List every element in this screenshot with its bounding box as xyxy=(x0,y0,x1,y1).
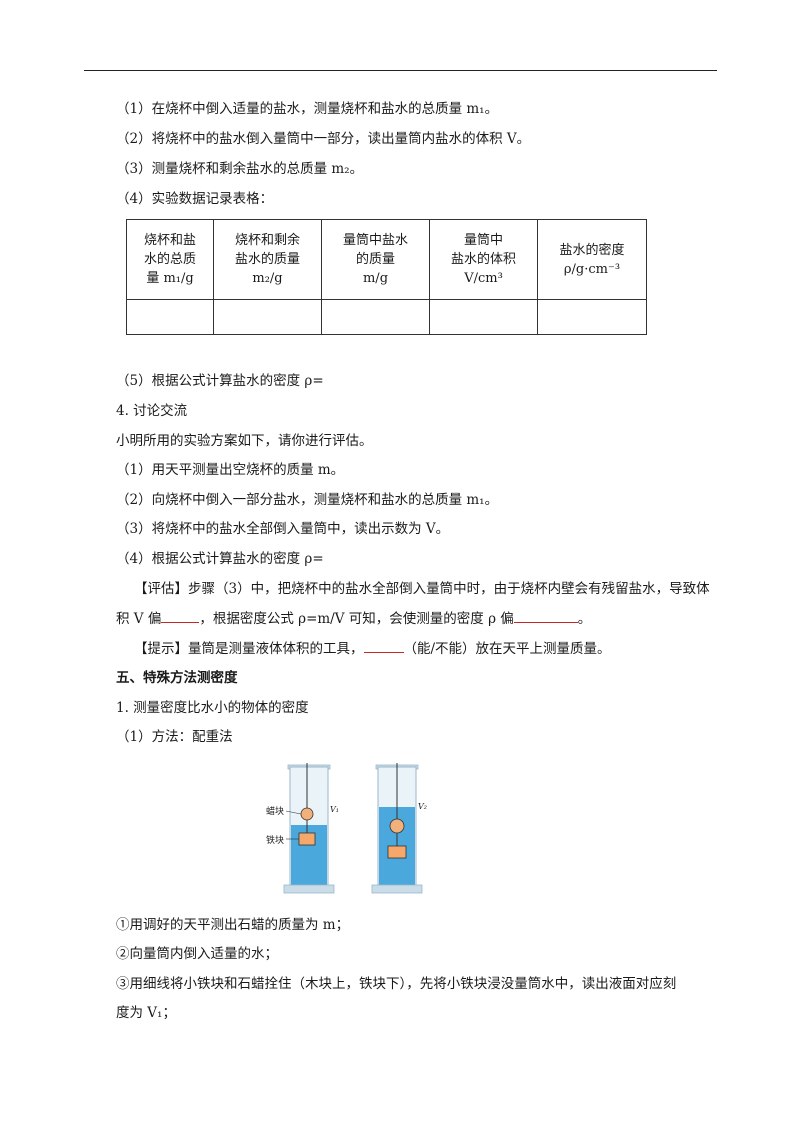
section4-title: 4. 讨论交流 xyxy=(116,403,188,419)
cylinder-1 xyxy=(283,763,335,894)
answer-blank[interactable] xyxy=(161,608,200,623)
step-c4: 度为 V₁； xyxy=(116,1005,176,1021)
section5-title: 五、特殊方法测密度 xyxy=(116,670,238,686)
step5: （5）根据公式计算盐水的密度 ρ= xyxy=(116,373,324,389)
header-rule xyxy=(84,70,717,71)
table-header-cell: 量筒中 盐水的体积 V/cm³ xyxy=(429,219,538,300)
table-header-cell: 量筒中盐水 的质量 m/g xyxy=(321,219,430,300)
step-a4: （4）实验数据记录表格： xyxy=(116,191,274,207)
step-c2: ②向量筒内倒入适量的水； xyxy=(116,946,278,962)
step-c3: ③用细线将小铁块和石蜡拴住（木块上，铁块下），先将小铁块浸没量筒水中，读出液面对… xyxy=(116,976,677,992)
iron-block-1 xyxy=(298,832,316,846)
table-cell[interactable] xyxy=(429,299,538,335)
eval-line1: 【评估】步骤（3）中，把烧杯中的盐水全部倒入量筒中时，由于烧杯内壁会有残留盐水，… xyxy=(134,581,710,597)
step-b1: （1）用天平测量出空烧杯的质量 m。 xyxy=(116,462,345,478)
sub1: 1. 测量密度比水小的物体的密度 xyxy=(116,700,309,716)
label-wax: 蜡块 xyxy=(266,805,284,817)
hint-line: 【提示】量筒是测量液体体积的工具，（能/不能）放在天平上测量质量。 xyxy=(134,638,611,659)
table-header-cell: 烧杯和剩余 盐水的质量 m₂/g xyxy=(213,219,322,300)
step-a3: （3）测量烧杯和剩余盐水的总质量 m₂。 xyxy=(116,161,364,177)
table-header-cell: 烧杯和盐 水的总质 量 m₁/g xyxy=(126,219,214,300)
table-cell[interactable] xyxy=(126,299,214,335)
iron-block-2 xyxy=(387,845,407,859)
step-a2: （2）将烧杯中的盐水倒入量筒中一部分，读出量筒内盐水的体积 V。 xyxy=(116,131,531,147)
cylinder-2 xyxy=(371,763,423,894)
step-b4: （4）根据公式计算盐水的密度 ρ= xyxy=(116,551,324,567)
table-cell[interactable] xyxy=(213,299,322,335)
table-header-cell: 盐水的密度 ρ/g·cm⁻³ xyxy=(537,219,647,300)
step-b2: （2）向烧杯中倒入一部分盐水，测量烧杯和盐水的总质量 m₁。 xyxy=(116,492,499,508)
data-table: 烧杯和盐 水的总质 量 m₁/g 烧杯和剩余 盐水的质量 m₂/g 量筒中盐水 … xyxy=(126,219,647,335)
step-c1: ①用调好的天平测出石蜡的质量为 m； xyxy=(116,917,350,933)
cylinder-figure: 蜡块 铁块 V₁ V₂ xyxy=(266,763,427,894)
wax-block-1 xyxy=(300,807,314,821)
answer-blank[interactable] xyxy=(363,638,404,653)
answer-blank[interactable] xyxy=(513,608,578,623)
eval-line2: 积 V 偏，根据密度公式 ρ=m/V 可知，会使测量的密度 ρ 偏。 xyxy=(116,608,591,629)
wax-block-2 xyxy=(389,818,405,834)
method-title: （1）方法：配重法 xyxy=(116,729,233,745)
label-v1: V₁ xyxy=(330,805,339,814)
label-iron: 铁块 xyxy=(266,834,284,846)
table-cell[interactable] xyxy=(321,299,430,335)
table-cell[interactable] xyxy=(537,299,647,335)
step-a1: （1）在烧杯中倒入适量的盐水，测量烧杯和盐水的总质量 m₁。 xyxy=(116,101,499,117)
step-b3: （3）将烧杯中的盐水全部倒入量筒中，读出示数为 V。 xyxy=(116,521,450,537)
section4-intro: 小明所用的实验方案如下，请你进行评估。 xyxy=(116,433,373,449)
label-v2: V₂ xyxy=(418,802,427,811)
